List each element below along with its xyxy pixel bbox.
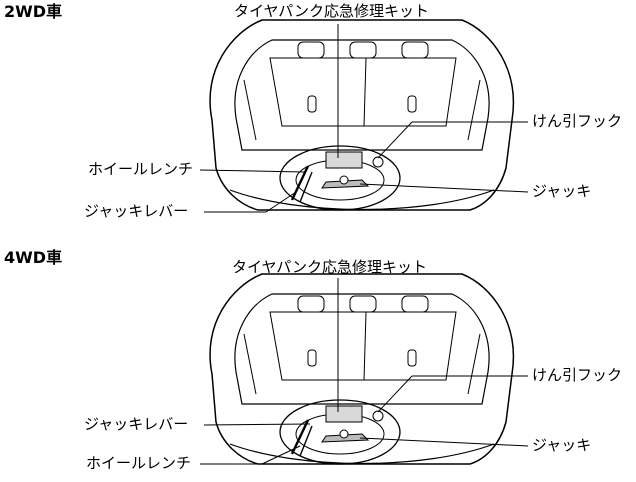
label-tow-hook-4wd: けん引フック [532,366,623,384]
label-tow-hook-2wd: けん引フック [532,112,623,130]
trunk-illustration-4wd [208,272,515,466]
trunk-illustration-2wd [208,18,515,212]
section-heading-4wd: 4WD車 [4,248,63,267]
label-wheel-wrench-2wd: ホイールレンチ [88,160,194,178]
leader-lines-2wd [199,24,529,213]
leader-lines-4wd [200,278,529,465]
label-jack-lever-2wd: ジャッキレバー [84,202,189,220]
label-wheel-wrench-4wd: ホイールレンチ [86,454,192,472]
label-jack-2wd: ジャッキ [532,182,592,200]
label-repair-kit-4wd: タイヤパンク応急修理キット [232,258,428,276]
label-repair-kit-2wd: タイヤパンク応急修理キット [234,2,430,20]
section-heading-2wd: 2WD車 [4,2,63,21]
label-jack-4wd: ジャッキ [532,436,592,454]
label-jack-lever-4wd: ジャッキレバー [84,415,189,433]
